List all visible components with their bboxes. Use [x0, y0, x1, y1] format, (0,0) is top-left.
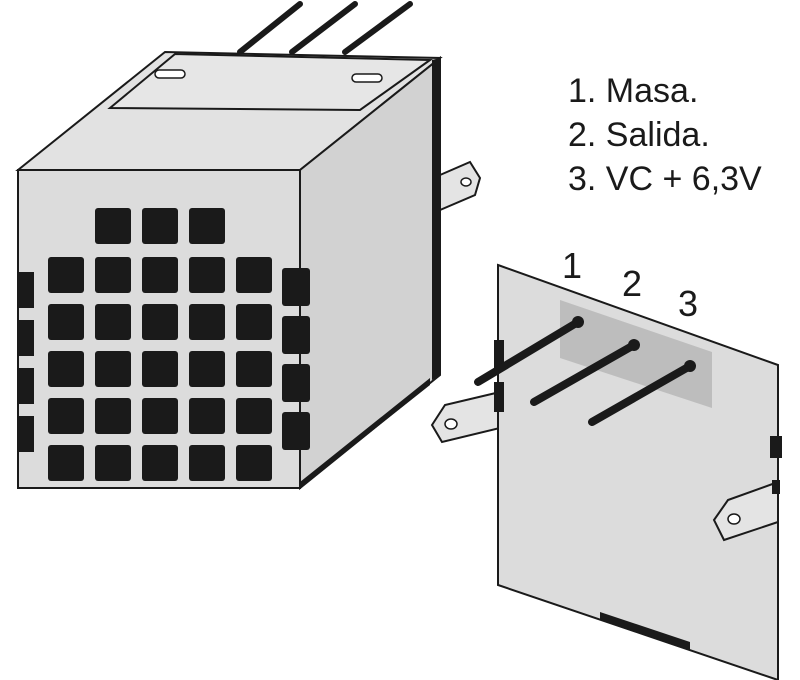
- cavity-square: [189, 208, 225, 244]
- cavity-square: [142, 445, 178, 481]
- plate-label-area: [560, 300, 712, 408]
- cavity-square: [142, 398, 178, 434]
- pin-1: [474, 318, 582, 386]
- cavity-square: [48, 351, 84, 387]
- cavity-square: [236, 351, 272, 387]
- top-pin-2: [289, 1, 358, 55]
- pin-3: [588, 362, 694, 426]
- top-plate: [107, 52, 434, 112]
- top-slot-left: [154, 69, 186, 79]
- top-pin-3: [342, 1, 413, 55]
- pin-2: [530, 341, 638, 406]
- cavity-square: [142, 257, 178, 293]
- legend-item-2: 2. Salida.: [568, 116, 710, 154]
- cavity-square: [236, 398, 272, 434]
- pin-head-2: [628, 339, 640, 351]
- front-clips: [18, 268, 310, 452]
- cavity-square: [95, 304, 131, 340]
- cavity-square: [142, 208, 178, 244]
- pin-head-1: [572, 316, 584, 328]
- plate-bottom-edge: [600, 612, 690, 650]
- connector-block: [15, 1, 482, 491]
- cavity-square: [189, 257, 225, 293]
- top-slot-right: [351, 73, 383, 83]
- side-vertical-edge: [432, 58, 440, 380]
- mounting-plate: 1 2 3: [430, 245, 782, 680]
- cavity-square: [48, 304, 84, 340]
- plate-clip-right: [770, 436, 782, 458]
- cavity-square: [48, 445, 84, 481]
- pin-heads: [572, 316, 696, 372]
- cavity-square: [95, 208, 131, 244]
- cavity-square: [189, 445, 225, 481]
- plate-pins: [474, 318, 694, 426]
- plate-clip-left: [494, 340, 504, 368]
- pin-head-3: [684, 360, 696, 372]
- cavity-square: [236, 445, 272, 481]
- cavity-square: [189, 351, 225, 387]
- side-bottom-edge: [300, 378, 430, 488]
- legend: 1. Masa. 2. Salida. 3. VC + 6,3V: [568, 72, 762, 198]
- top-pin-1: [237, 1, 303, 55]
- pin-label-1: 1: [562, 245, 582, 286]
- cavity-square: [48, 398, 84, 434]
- cavity-square: [95, 351, 131, 387]
- cavity-square: [142, 304, 178, 340]
- plate-left-tab: [430, 390, 501, 444]
- plate-right-tab: [712, 480, 780, 542]
- cavity-square: [95, 257, 131, 293]
- cavity-square: [48, 257, 84, 293]
- pin-label-3: 3: [678, 283, 698, 324]
- pin-label-2: 2: [622, 263, 642, 304]
- cavity-grid: [48, 208, 272, 481]
- cavity-square: [189, 304, 225, 340]
- cavity-square: [189, 398, 225, 434]
- top-pins: [237, 1, 413, 55]
- plate-clip-left-2: [494, 382, 504, 412]
- side-tab: [439, 160, 482, 212]
- cavity-square: [236, 257, 272, 293]
- cavity-square: [142, 351, 178, 387]
- cavity-square: [95, 445, 131, 481]
- legend-item-1: 1. Masa.: [568, 72, 698, 110]
- cavity-square: [236, 304, 272, 340]
- cavity-square: [95, 398, 131, 434]
- legend-item-3: 3. VC + 6,3V: [568, 160, 762, 198]
